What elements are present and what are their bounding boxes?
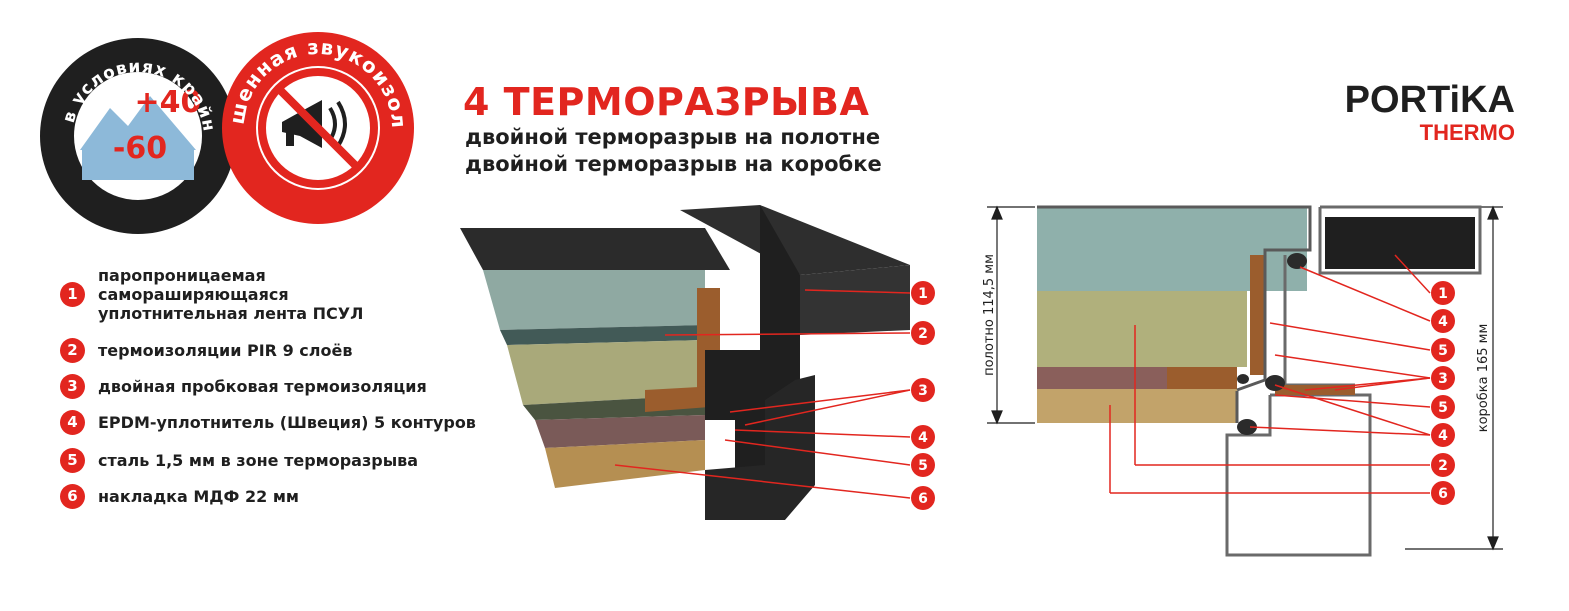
section-callout: 2: [1438, 458, 1448, 474]
north-badge: +40 -60 проверены в условиях крайнего се…: [0, 0, 236, 234]
epdm-seals: [1237, 253, 1307, 435]
legend-number: 1: [60, 282, 85, 307]
steel-profile-leaf: [1037, 205, 1312, 423]
page-title: 4 ТЕРМОРАЗРЫВА: [463, 80, 870, 124]
legend-text: термоизоляции PIR 9 слоёв: [98, 341, 353, 360]
iso-callout: 5: [918, 458, 928, 474]
frame-top-plate: [680, 205, 910, 275]
callout-lines: [614, 289, 911, 499]
section-callout: 6: [1438, 486, 1448, 502]
certification-badges: +40 -60 проверены в условиях крайнего се…: [0, 0, 414, 234]
subtitle-frame: двойной терморазрыв на коробке: [465, 152, 882, 176]
legend-text: сталь 1,5 мм в зоне терморазрыва: [98, 451, 419, 470]
iso-callout: 4: [918, 430, 928, 446]
minus-temp: -60: [113, 131, 167, 166]
legend-number: 3: [60, 374, 85, 399]
iso-callout: 2: [918, 326, 928, 342]
section-callout: 5: [1438, 400, 1448, 416]
plus-temp: +40: [135, 85, 202, 120]
legend-text: паропроницаемая самораширяющаяся уплотни…: [98, 266, 364, 323]
dimension-frame-label: коробка 165 мм: [1476, 324, 1491, 433]
legend-text: двойная пробковая термоизоляция: [98, 377, 427, 396]
dimension-frame: [1405, 205, 1503, 551]
section-callout: 3: [1438, 371, 1448, 387]
section-callout: 5: [1438, 343, 1448, 359]
legend-number: 2: [60, 338, 85, 363]
cork-strip: [1250, 255, 1265, 375]
frame-side: [800, 265, 910, 335]
pir-layer-brown: [1037, 367, 1167, 389]
pir-layer-brown: [535, 415, 705, 448]
subtitle-leaf: двойной терморазрыв на полотне: [465, 125, 881, 149]
section-callout: 4: [1438, 314, 1448, 330]
isometric-cutaway: 1 2 3 4 5 6: [460, 205, 935, 520]
pir-layer-olive: [507, 340, 705, 405]
legend-text: накладка МДФ 22 мм: [98, 487, 299, 506]
cork-layer: [1167, 367, 1237, 389]
pir-layer-olive: [1037, 291, 1247, 367]
legend-number: 6: [60, 484, 85, 509]
legend-text: EPDM-уплотнитель (Швеция) 5 контуров: [98, 413, 476, 432]
section-callout: 1: [1438, 286, 1448, 302]
callout-markers: 1 4 5 3 5 4 2 6: [1431, 281, 1455, 505]
callout-markers: 1 2 3 4 5 6: [911, 281, 935, 510]
mdf-overlay: [1037, 389, 1237, 423]
dimension-leaf: [987, 205, 1035, 425]
dimension-leaf-label: полотно 114,5 мм: [982, 254, 997, 376]
brand-product: THERMO: [1420, 120, 1515, 144]
pir-layer-blue: [483, 270, 705, 330]
cross-section: полотно 114,5 мм коробка 165 мм: [982, 205, 1503, 557]
callout-lines: [1109, 254, 1431, 494]
iso-callout: 6: [918, 491, 928, 507]
mdf-overlay: [545, 440, 705, 488]
brand-name: PORTiKA: [1345, 79, 1515, 121]
leaf-top-plate: [460, 228, 730, 270]
brand-logo: PORTiKA THERMO: [1345, 79, 1515, 144]
cork-strip: [1275, 385, 1355, 395]
section-callout: 4: [1438, 428, 1448, 444]
iso-callout: 3: [918, 383, 928, 399]
legend-number: 4: [60, 410, 85, 435]
pir-layer-dark: [500, 325, 705, 345]
iso-callout: 1: [918, 286, 928, 302]
legend-number: 5: [60, 448, 85, 473]
